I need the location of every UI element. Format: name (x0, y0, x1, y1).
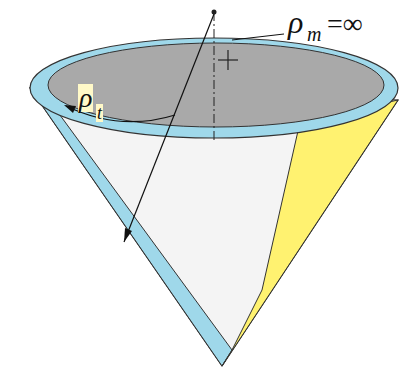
subscript: t (96, 104, 103, 122)
subscript: m (307, 24, 321, 44)
radius-symbol: ρ (78, 84, 93, 112)
radius-symbol: ρ (288, 6, 303, 38)
radius-value: =∞ (327, 10, 363, 38)
